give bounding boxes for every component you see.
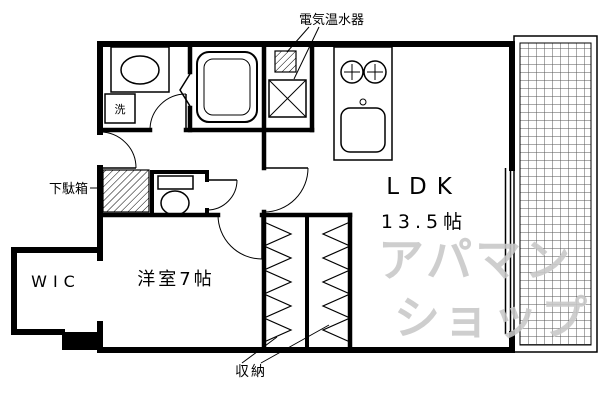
pipe-space [274,50,297,73]
leader-storage-left [241,336,278,364]
stove-burner [340,60,364,84]
leader-water-heater-2 [293,26,320,80]
label-washer: 洗 [115,103,126,116]
label-western-room: 洋室7帖 [137,269,214,290]
label-ldk-size: 13.5帖 [381,211,467,233]
bathtub [196,51,258,123]
bath-folding-door [179,73,191,107]
walls [11,41,515,353]
balcony-lattice [519,42,592,346]
toilet-door [206,179,238,211]
wall-wic [11,247,103,335]
water-heater-unit [268,79,307,118]
entrance-door [99,131,137,169]
closet-bifold-door-left [262,221,293,343]
kitchen-sink [340,107,386,153]
washing-machine-pan [104,93,136,124]
watermark-line2: ショップ [394,291,590,345]
wall-corner-block [62,332,100,350]
balcony-window [504,168,512,334]
label-ldk: LDK [386,174,462,200]
shoe-cabinet [102,169,150,213]
label-water-heater: 電気温水器 [299,12,364,28]
fixtures [102,46,393,216]
closet-bifold-door-right [321,221,352,343]
label-shoe-cabinet: 下駄箱 [49,181,88,197]
watermark-line1: アパマン [378,233,573,287]
balcony-outline [513,35,598,353]
balcony [513,35,598,353]
wall-toilet [150,170,209,217]
ldk-door [263,167,309,213]
label-wic: WIC [31,272,81,291]
leader-water-heater-1 [286,26,310,53]
watermark: アパマン ショップ [378,233,590,345]
faucet [359,98,367,106]
stove-burner [363,60,387,84]
label-storage: 収納 [235,364,267,380]
leader-lines [90,26,330,364]
leader-storage-right [260,324,330,364]
